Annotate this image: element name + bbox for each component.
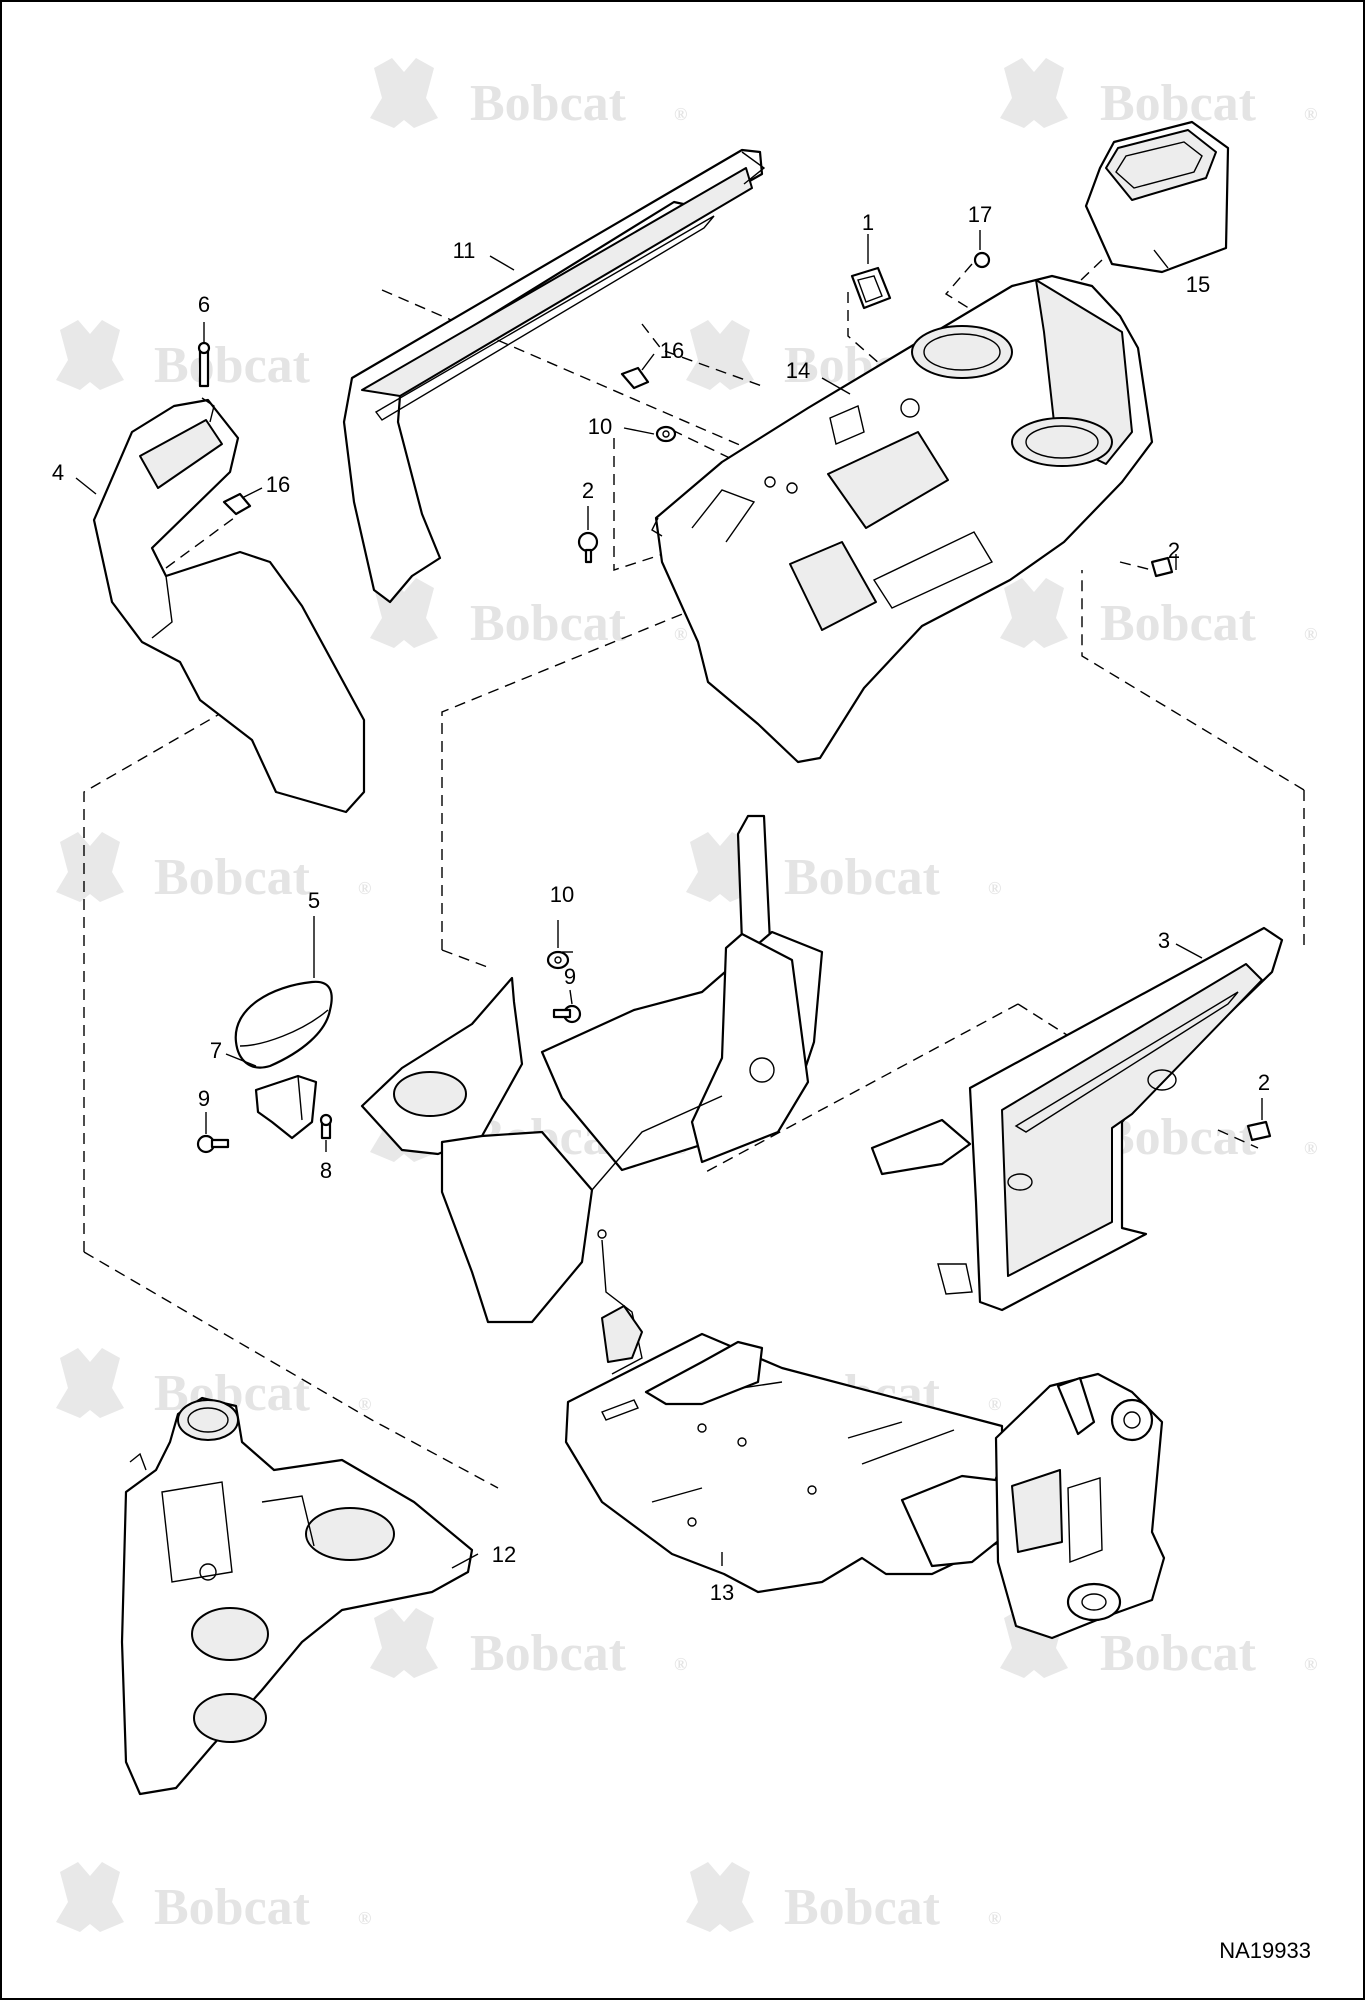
callout-8: 8 (320, 1158, 332, 1183)
callout-2-left: 2 (582, 478, 594, 503)
watermark: Bobcat ® (686, 832, 1001, 906)
assembly-line (1081, 570, 1305, 791)
callout-3: 3 (1158, 928, 1170, 953)
part-2-fastener-lower (1246, 1120, 1272, 1142)
callout-16-left: 16 (266, 472, 290, 497)
svg-text:®: ® (674, 104, 687, 124)
watermark: Bobcat ® (56, 832, 371, 906)
watermark: Bobcat ® (56, 1862, 371, 1936)
part-11-side-panel (342, 148, 766, 604)
watermark: Bobcat ® (370, 578, 687, 652)
callout-4: 4 (52, 460, 64, 485)
part-9-bolt-right (552, 1004, 582, 1024)
part-10-nut-top (655, 425, 677, 443)
svg-text:Bobcat: Bobcat (784, 849, 941, 906)
leader-lines (75, 230, 1263, 1569)
svg-text:Bobcat: Bobcat (784, 1879, 941, 1936)
callout-12: 12 (492, 1542, 516, 1567)
callout-1: 1 (862, 210, 874, 235)
watermark: Bobcat ® (1000, 1608, 1317, 1682)
part-1-switch-plate (850, 266, 892, 310)
svg-text:Bobcat: Bobcat (154, 337, 311, 394)
svg-text:®: ® (358, 1394, 371, 1414)
watermark: Bobcat ® (1000, 58, 1317, 132)
callout-16-top: 16 (660, 338, 684, 363)
part-2-fastener-right (1150, 556, 1174, 578)
callout-6: 6 (198, 292, 210, 317)
svg-text:Bobcat: Bobcat (154, 849, 311, 906)
assembly-line (83, 707, 231, 1252)
svg-text:Bobcat: Bobcat (154, 1879, 311, 1936)
callout-15: 15 (1186, 272, 1210, 297)
assembly-line (441, 605, 703, 950)
part-17-plug (973, 251, 991, 269)
watermark: Bobcat ® (686, 1862, 1001, 1936)
callout-9-right: 9 (564, 964, 576, 989)
watermark: Bobcat ® (370, 1608, 687, 1682)
svg-text:Bobcat: Bobcat (470, 595, 627, 652)
watermark: Bobcat ® (1000, 578, 1317, 652)
watermark: Bobcat ® (370, 58, 687, 132)
part-12-lower-console (120, 1396, 474, 1796)
assembly-line (381, 289, 743, 447)
assembly-line (1119, 561, 1153, 571)
callouts: 1 17 11 15 6 16 14 4 16 10 2 2 5 10 3 9 … (52, 202, 1270, 1605)
svg-text:®: ® (988, 1908, 1001, 1928)
svg-text:Bobcat: Bobcat (1100, 75, 1257, 132)
part-7-bracket (254, 1074, 318, 1140)
callout-11: 11 (453, 238, 476, 263)
svg-text:®: ® (674, 1654, 687, 1674)
callout-2-lower: 2 (1258, 1070, 1270, 1095)
callout-5: 5 (308, 888, 320, 913)
assembly-line (847, 292, 881, 365)
assembly-line (165, 517, 235, 569)
callout-9-left: 9 (198, 1086, 210, 1111)
svg-text:®: ® (358, 878, 371, 898)
part-6-screw (197, 341, 211, 388)
part-16-clip-top (620, 366, 650, 390)
svg-text:®: ® (1304, 1654, 1317, 1674)
part-16-clip-left (222, 492, 252, 516)
assembly-line (1217, 1129, 1259, 1149)
svg-text:®: ® (1304, 624, 1317, 644)
assembly-line (83, 1251, 499, 1489)
part-8-screw (319, 1113, 333, 1140)
assembly-line (613, 438, 683, 571)
svg-text:®: ® (674, 624, 687, 644)
part-14-console (651, 274, 1154, 764)
svg-text:®: ® (1304, 104, 1317, 124)
svg-text:Bobcat: Bobcat (1100, 1625, 1257, 1682)
callout-10-top: 10 (588, 414, 612, 439)
callout-14: 14 (786, 358, 810, 383)
part-9-bolt-left (196, 1134, 230, 1154)
part-4-left-cover (92, 397, 366, 814)
svg-text:®: ® (988, 878, 1001, 898)
part-3-right-panel (870, 926, 1284, 1312)
part-13-floor-plate (564, 1332, 1166, 1640)
assembly-line (441, 949, 491, 969)
callout-10-mid: 10 (550, 882, 574, 907)
svg-text:Bobcat: Bobcat (470, 1625, 627, 1682)
callout-2-right: 2 (1168, 538, 1180, 563)
assembly-line (641, 323, 763, 387)
callout-13: 13 (710, 1580, 734, 1605)
svg-text:®: ® (988, 1394, 1001, 1414)
central-frame (360, 814, 824, 1375)
part-2-fastener-left (577, 531, 599, 564)
part-15-boot (1084, 120, 1230, 274)
svg-text:Bobcat: Bobcat (1100, 595, 1257, 652)
watermark: Bobcat® (56, 320, 371, 394)
svg-text:®: ® (358, 1908, 371, 1928)
svg-text:Bobcat: Bobcat (470, 75, 627, 132)
figure-id-label: NA19933 (1219, 1938, 1311, 1963)
part-5-cap (234, 980, 333, 1069)
svg-text:®: ® (1304, 1138, 1317, 1158)
callout-17: 17 (968, 202, 992, 227)
callout-7: 7 (210, 1038, 222, 1063)
part-10-nut-mid (546, 950, 570, 970)
assembly-line (701, 1003, 1019, 1175)
